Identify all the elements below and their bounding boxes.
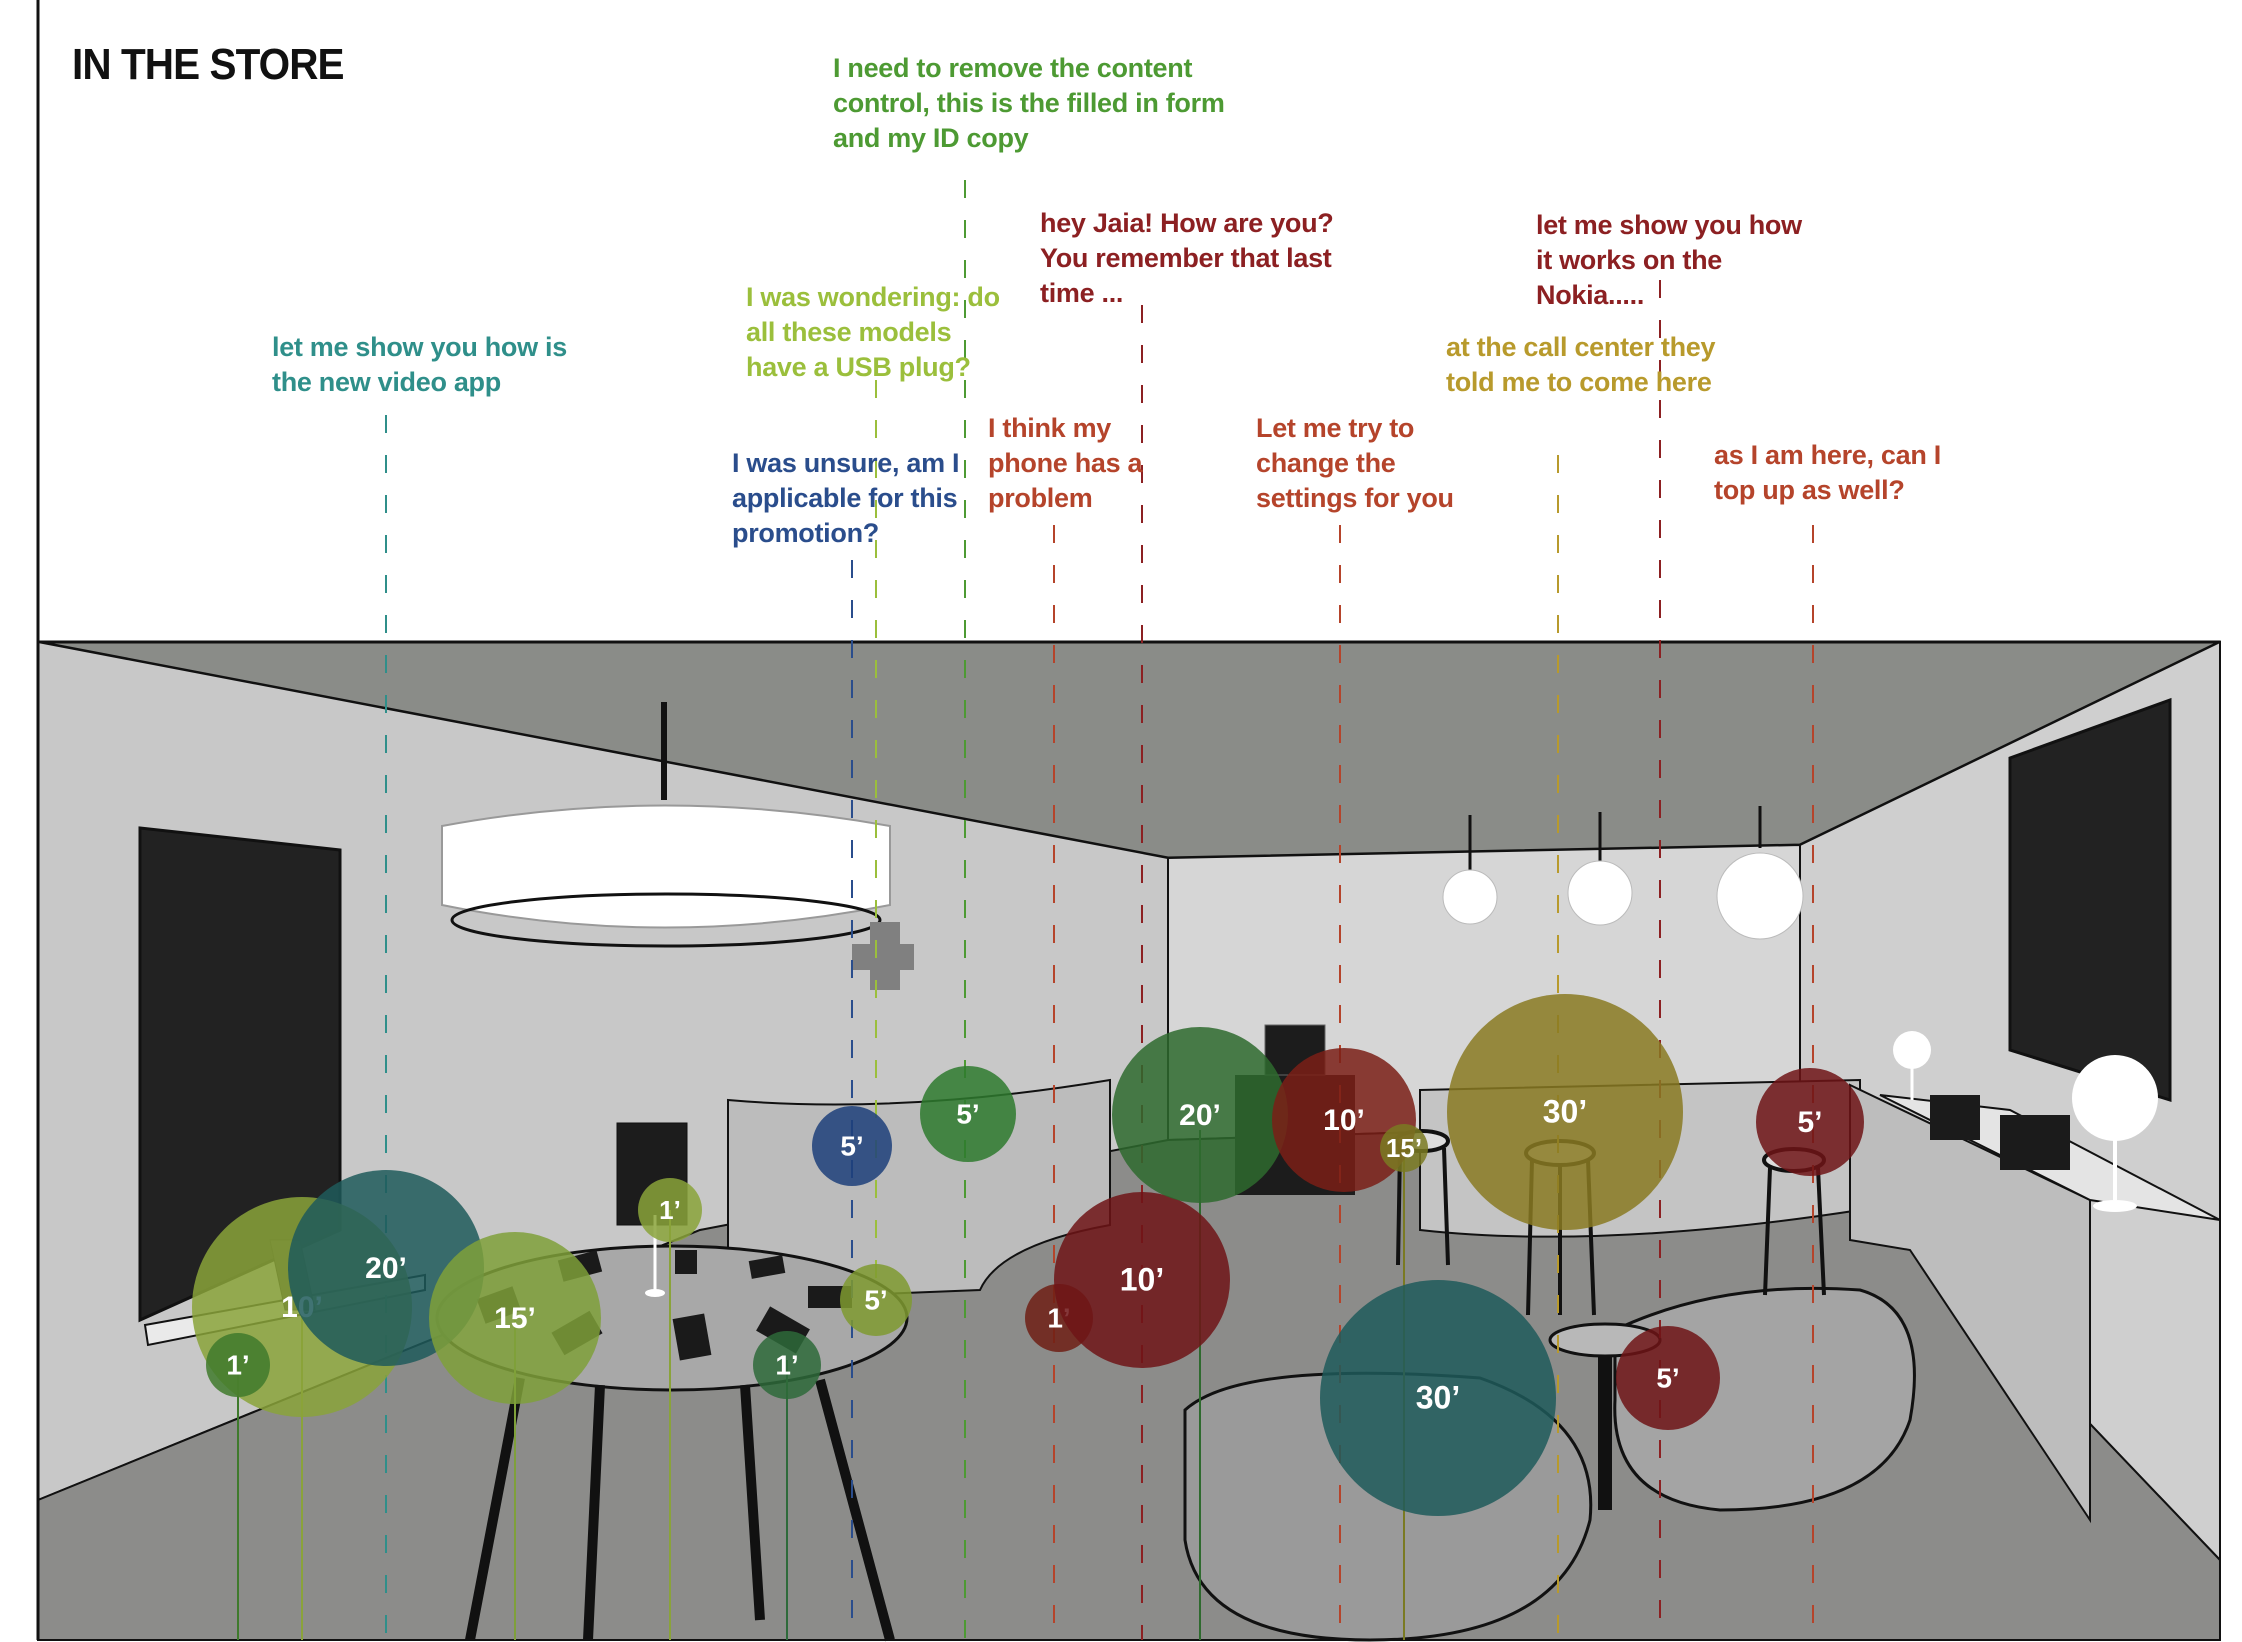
quote-hey-jaia: hey Jaia! How are you? You remember that…: [1040, 208, 1334, 308]
right-screen: [2008, 697, 2172, 1103]
quote-usb-plug: I was wondering: do all these models hav…: [746, 282, 1000, 382]
time-bubble: [429, 1232, 601, 1404]
time-bubble-label: 20’: [365, 1252, 407, 1285]
time-bubbles: 10’20’1’15’1’5’1’5’5’1’10’20’10’15’30’30…: [192, 994, 1864, 1516]
time-bubble: [1380, 1124, 1428, 1172]
time-bubble-label: 20’: [1179, 1099, 1221, 1132]
time-bubble: [1112, 1027, 1288, 1203]
page-title: IN THE STORE: [72, 40, 345, 89]
time-bubble-label: 30’: [1416, 1379, 1460, 1415]
time-bubble-label: 30’: [1543, 1093, 1587, 1129]
quote-phone-problem: I think my phone has a problem: [988, 413, 1143, 513]
time-bubble: [206, 1333, 270, 1397]
time-bubble: [1054, 1192, 1230, 1368]
time-bubble: [1272, 1048, 1416, 1192]
time-bubble: [840, 1264, 912, 1336]
time-bubble: [1616, 1326, 1720, 1430]
quote-video-app: let me show you how is the new video app: [272, 332, 567, 397]
time-bubble: [812, 1106, 892, 1186]
ceiling-lamp: [441, 702, 914, 990]
time-bubble-label: 5’: [1797, 1106, 1822, 1139]
time-bubble-label: 10’: [1120, 1261, 1164, 1297]
time-bubble: [1320, 1280, 1556, 1516]
time-bubble-label: 5’: [840, 1130, 863, 1161]
time-bubble-label: 10’: [1323, 1104, 1365, 1137]
time-bubble: [1756, 1068, 1864, 1176]
time-bubble-label: 15’: [494, 1302, 536, 1335]
time-bubble: [920, 1066, 1016, 1162]
quote-settings: Let me try to change the settings for yo…: [1256, 413, 1454, 513]
time-bubble-label: 5’: [956, 1098, 979, 1129]
quote-nokia: let me show you how it works on the Noki…: [1536, 210, 1802, 310]
time-bubble: [638, 1178, 702, 1242]
time-bubble-label: 15’: [1386, 1133, 1422, 1163]
pendant-lights: [1442, 806, 1804, 940]
time-bubble-label: 1’: [775, 1349, 798, 1380]
time-bubble: [1447, 994, 1683, 1230]
time-bubble-label: 1’: [226, 1349, 249, 1380]
quote-promotion: I was unsure, am I applicable for this p…: [732, 448, 960, 548]
time-bubble: [753, 1331, 821, 1399]
wall-screens: [138, 697, 2172, 1323]
time-bubble-label: 5’: [1656, 1362, 1679, 1393]
time-bubble-label: 5’: [864, 1284, 887, 1315]
quote-call-center: at the call center they told me to come …: [1446, 332, 1716, 397]
time-bubble-label: 1’: [659, 1195, 681, 1225]
quote-content-control: I need to remove the content control, th…: [833, 53, 1225, 153]
quote-top-up: as I am here, can I top up as well?: [1714, 440, 1941, 505]
